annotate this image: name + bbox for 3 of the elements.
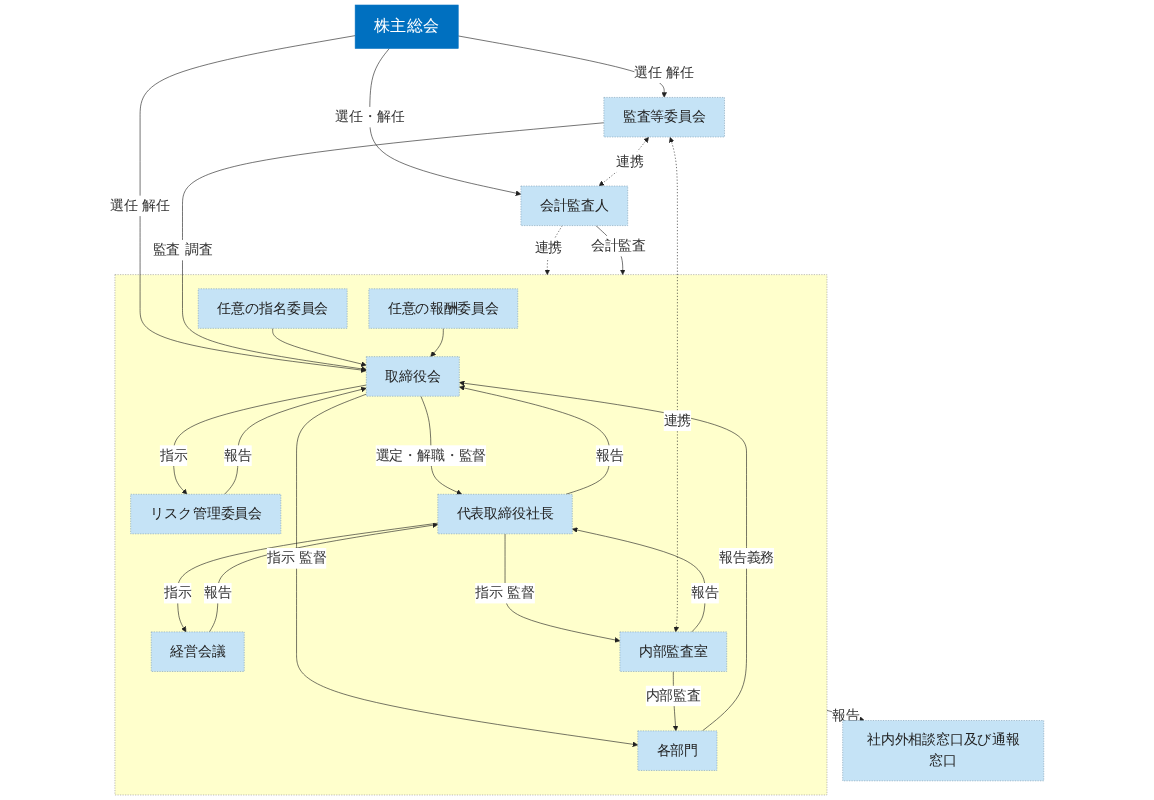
cluster	[114, 274, 828, 796]
node-box: 株主総会	[354, 4, 459, 49]
arrow	[598, 136, 649, 187]
